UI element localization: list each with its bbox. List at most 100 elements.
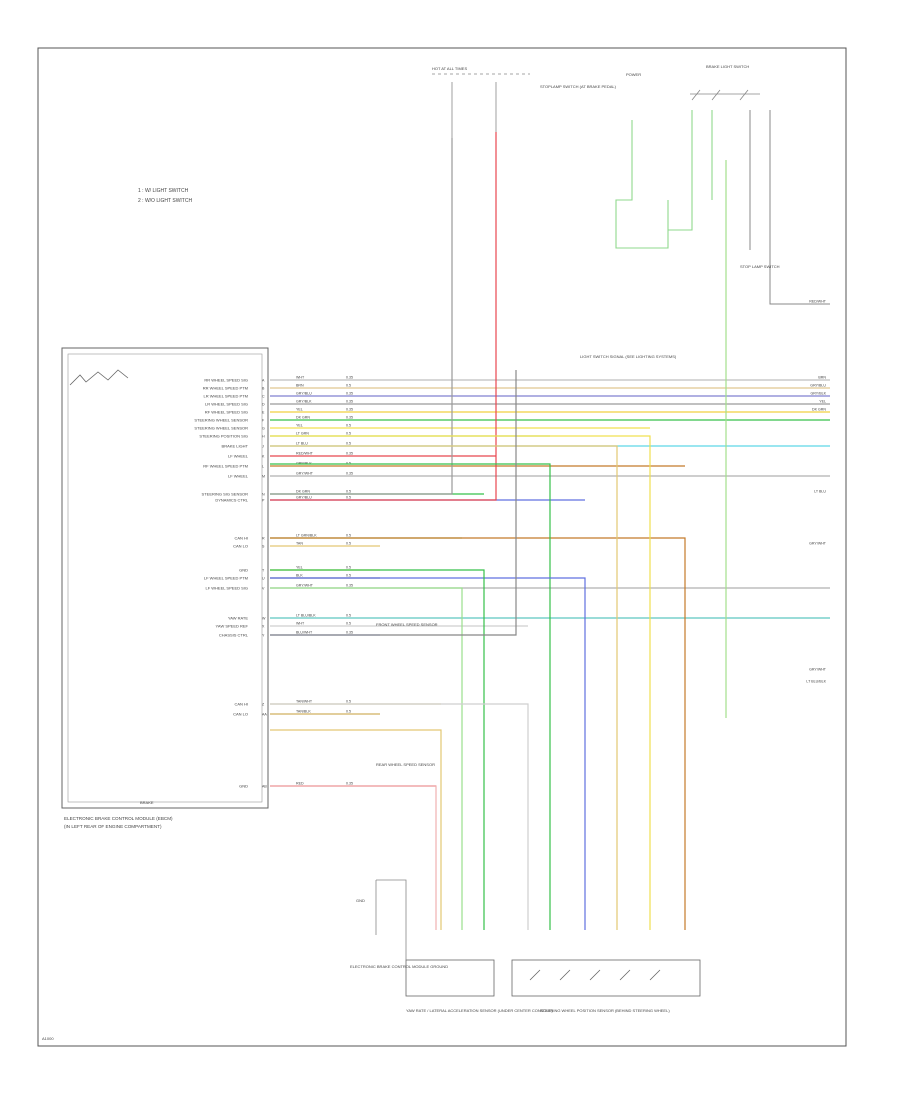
pin-label: DYNAMICS CTRL bbox=[215, 498, 248, 503]
note-2: 2 : W/O LIGHT SWITCH bbox=[138, 198, 192, 204]
pin-label: YAW SPEED REF bbox=[216, 624, 249, 629]
relay-label: STOPLAMP SWITCH (AT BRAKE PEDAL) bbox=[540, 84, 617, 89]
pin-number: W bbox=[262, 617, 266, 621]
wire-gauge: 0.5 bbox=[346, 432, 351, 436]
module-pin-labels: RR WHEEL SPEED SIG A RR WHEEL SPEED PTM B L R… bbox=[194, 378, 267, 789]
wire-code: TAN bbox=[296, 542, 303, 546]
pin-label: STEERING WHEEL SENSOR bbox=[194, 418, 248, 423]
wire-switch-gray-2 bbox=[769, 110, 830, 305]
right-label: GRY/BLU bbox=[810, 384, 826, 388]
wire-code: WHT bbox=[296, 622, 305, 626]
wire-code: GRY/BLU bbox=[296, 496, 312, 500]
pin-number: Z bbox=[262, 703, 265, 707]
wire-code: YEL bbox=[296, 566, 303, 570]
pin-number: F bbox=[262, 419, 265, 423]
pin-number: C bbox=[262, 395, 265, 399]
wire-code: LT BLU bbox=[296, 442, 308, 446]
wire-gauge: 0.35 bbox=[346, 472, 353, 476]
right-label: GRY/WHT bbox=[809, 668, 827, 672]
gnd-note: ELECTRONIC BRAKE CONTROL MODULE GROUND bbox=[350, 964, 448, 969]
pin-number: B bbox=[262, 387, 265, 391]
wire-gauge: 0.35 bbox=[346, 400, 353, 404]
pin-number: R bbox=[262, 537, 265, 541]
diagram-frame bbox=[37, 47, 847, 1047]
pin-label: YAW RATE bbox=[228, 616, 248, 621]
ebcm-module: B R A K E bbox=[61, 347, 269, 809]
pin-label: CAN HI bbox=[234, 536, 248, 541]
module-subtitle: (IN LEFT REAR OF ENGINE COMPARTMENT) bbox=[64, 824, 162, 829]
wire-gauge: 0.35 bbox=[346, 416, 353, 420]
module-title: ELECTRONIC BRAKE CONTROL MODULE (EBCM) bbox=[64, 816, 173, 821]
pin-number: A bbox=[262, 379, 265, 383]
pin-number: M bbox=[262, 475, 265, 479]
right-label: GRY/BLK bbox=[810, 392, 826, 396]
wire-code: TAN/WHT bbox=[296, 700, 313, 704]
wire-gauge: 0.5 bbox=[346, 614, 351, 618]
pin-label: CAN LO bbox=[233, 712, 248, 717]
wire-code: YEL bbox=[296, 424, 303, 428]
pin-number: K bbox=[262, 455, 265, 459]
pin-number: H bbox=[262, 435, 265, 439]
wire-gauge: 0.35 bbox=[346, 376, 353, 380]
wire-code: GRY/BLK bbox=[296, 400, 312, 404]
routing-wires bbox=[270, 132, 727, 930]
wire-code: RED/WHT bbox=[296, 452, 314, 456]
wire-red-bottom bbox=[270, 785, 437, 930]
fuse-block: HOT AT ALL TIMES STOPLAMP SWITCH (AT BRA… bbox=[432, 66, 617, 138]
splice-front-label: FRONT WHEEL SPEED SENSOR bbox=[376, 622, 438, 627]
wire-gauge: 0.35 bbox=[346, 584, 353, 588]
pin-number: J bbox=[262, 445, 264, 449]
wire-code: LT BLU/BLK bbox=[296, 614, 316, 618]
note-1: 1 : W/ LIGHT SWITCH bbox=[138, 188, 189, 194]
wire-gauge: 0.35 bbox=[346, 452, 353, 456]
wire-gauge: 0.5 bbox=[346, 542, 351, 546]
right-label: BRN bbox=[818, 376, 826, 380]
wire-gauge: 0.5 bbox=[346, 700, 351, 704]
right-label: DK GRN bbox=[812, 408, 826, 412]
brake-switch-area: POWER BRAKE LIGHT SWITCH STOP LAMP SWITC… bbox=[615, 64, 830, 305]
wire-green-drop-2 bbox=[270, 569, 485, 930]
pin-label: RF WHEEL SPEED SIG bbox=[205, 410, 248, 415]
pin-label: RF WHEEL SPEED PTM bbox=[203, 464, 248, 469]
right-label: RED/WHT bbox=[809, 300, 827, 304]
pin-label: GND bbox=[239, 784, 248, 789]
footer-code: A1000 bbox=[42, 1036, 54, 1041]
pin-label: RR WHEEL SPEED SIG bbox=[204, 378, 248, 383]
wire-gauge: 0.35 bbox=[346, 631, 353, 635]
junction2-label: STOP LAMP SWITCH bbox=[740, 264, 780, 269]
wire-code: LT GRN bbox=[296, 432, 309, 436]
wire-tan-drop bbox=[270, 445, 618, 930]
steering-sensor-label: STEERING WHEEL POSITION SENSOR (BEHIND S… bbox=[540, 1008, 670, 1013]
pin-number: E bbox=[262, 411, 265, 415]
wire-gauge: 0.35 bbox=[346, 782, 353, 786]
wire-gauge: 0.5 bbox=[346, 622, 351, 626]
wire-code: DK GRN bbox=[296, 416, 310, 420]
right-edge-labels: BRN GRY/BLU GRY/BLK YEL DK GRN LT BLU GRY/WHT G… bbox=[806, 300, 826, 684]
wire-code: GRY/WHT bbox=[296, 472, 314, 476]
wire-gauge: 0.5 bbox=[346, 496, 351, 500]
junction-label: BRAKE LIGHT SWITCH bbox=[706, 64, 749, 69]
splice-can-label: LIGHT SWITCH SIGNAL (SEE LIGHTING SYSTEM… bbox=[580, 354, 677, 359]
pin-number: AA bbox=[262, 713, 267, 717]
pin-label: LF WHEEL SPEED SIG bbox=[205, 586, 248, 591]
pin-label: STEERING POSITION SIG bbox=[199, 434, 248, 439]
wire-code: GRY/BLU bbox=[296, 392, 312, 396]
wire-white-drop bbox=[270, 703, 529, 930]
pin-label: STEERING SIG SENSOR bbox=[202, 492, 249, 497]
pin-label: LF WHEEL bbox=[228, 454, 249, 459]
module-label: BRAKE bbox=[140, 800, 154, 805]
wire-gauge: 0.5 bbox=[346, 534, 351, 538]
right-label: LT BLU bbox=[814, 490, 826, 494]
right-label: YEL bbox=[819, 400, 826, 404]
pin-number: L bbox=[262, 465, 264, 469]
pin-number: Y bbox=[262, 634, 265, 638]
right-label: GRY/WHT bbox=[809, 542, 827, 546]
pin-label: RR WHEEL SPEED PTM bbox=[203, 386, 248, 391]
wire-gauge: 0.5 bbox=[346, 490, 351, 494]
yaw-sensor-label: YAW RATE / LATERAL ACCELERATION SENSOR (… bbox=[406, 1008, 553, 1013]
wire-ltgreen-drop bbox=[270, 587, 463, 930]
pin-label: CAN LO bbox=[233, 544, 248, 549]
wire-gauge: 0.35 bbox=[346, 408, 353, 412]
wire-code: RED bbox=[296, 782, 304, 786]
